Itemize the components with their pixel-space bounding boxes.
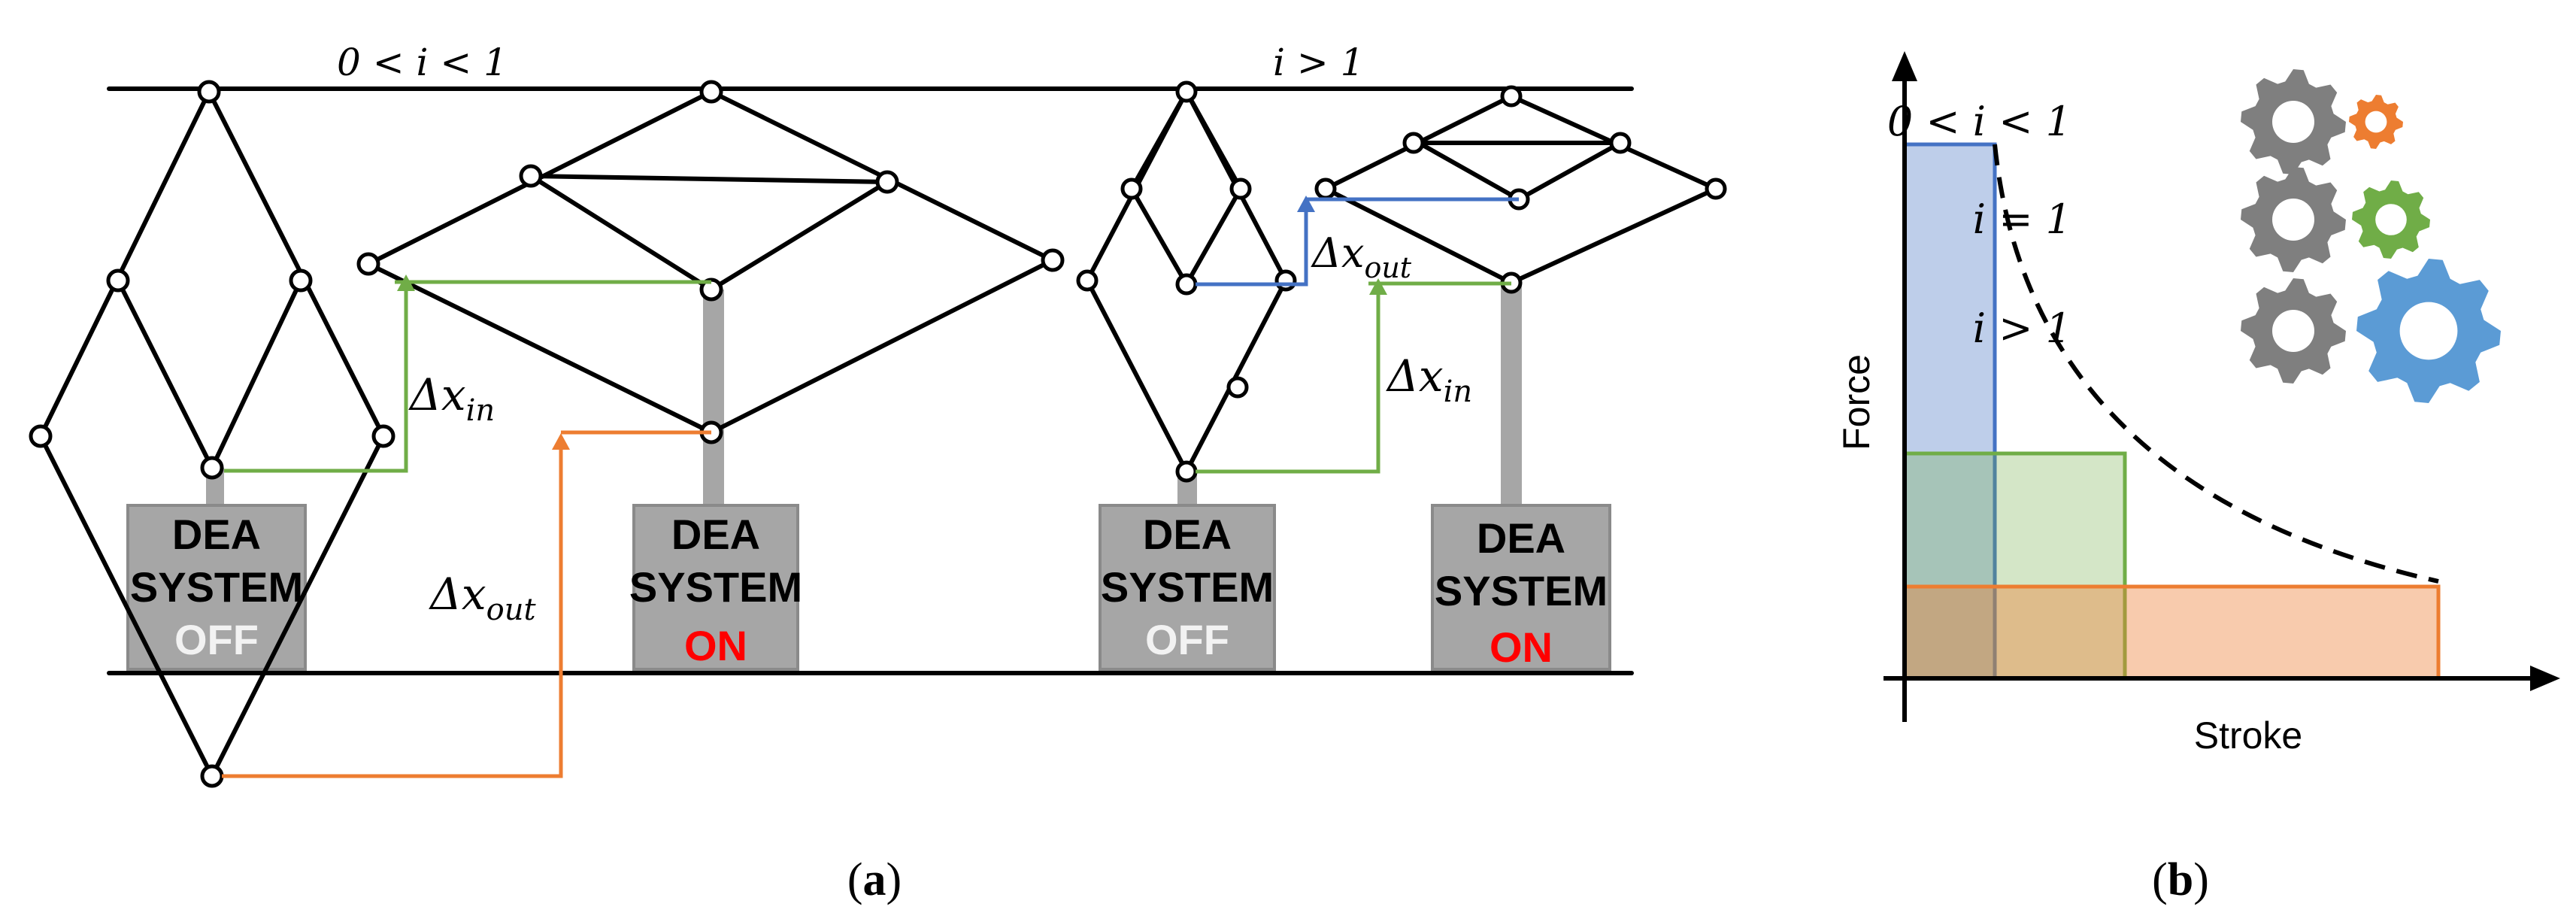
dx-in-label-left: Δxin (408, 369, 495, 428)
y-axis-label: Force (1835, 354, 1877, 450)
system-label-3: SYSTEM (1101, 563, 1274, 611)
panel-a: 0 < i < 1 i > 1 DEA SYSTEM OFF DEA SYSTE… (29, 41, 1727, 905)
orange-force-stroke-region (1902, 584, 2441, 681)
post-2 (703, 290, 724, 504)
panel-b: Force Stroke 0 < i < 1 i = 1 i > 1 (b) (1835, 51, 2560, 905)
system-label-2: SYSTEM (629, 563, 802, 611)
dx-out-right-annotation: Δxout (1196, 196, 1519, 287)
gear-ratio-legend: 0 < i < 1 i = 1 i > 1 (1887, 69, 2501, 403)
mechanism-3-off (1076, 80, 1297, 483)
dea-label-4: DEA (1477, 514, 1565, 562)
gray-gear-icon (2241, 278, 2346, 384)
dx-out-label-right: Δxout (1311, 229, 1412, 284)
blue-force-stroke-region (1902, 142, 1997, 681)
dx-in-label-right: Δxin (1386, 350, 1472, 409)
colored-gear-icon (2352, 180, 2430, 259)
dx-in-right-annotation: Δxin (1196, 278, 1511, 474)
green-force-stroke-region (1902, 451, 2127, 681)
state-on-2: ON (684, 622, 747, 669)
ratio-label-right: i > 1 (1273, 41, 1364, 84)
dea-label-2: DEA (671, 511, 760, 558)
ratio-label-left: 0 < i < 1 (337, 41, 508, 84)
state-off-3: OFF (1145, 616, 1229, 663)
legend-label-3: i > 1 (1973, 305, 2071, 352)
dea-system-3: DEA SYSTEM OFF (1099, 504, 1276, 671)
x-axis-arrow-icon (2530, 666, 2560, 691)
dea-system-4: DEA SYSTEM ON (1431, 504, 1611, 671)
post-4 (1501, 284, 1522, 505)
legend-label-2: i = 1 (1973, 196, 2071, 243)
mechanism-1-off (29, 80, 395, 788)
colored-gear-icon (2349, 95, 2403, 149)
caption-a: (a) (847, 854, 902, 905)
colored-gear-icon (2356, 259, 2501, 403)
legend-label-1: 0 < i < 1 (1887, 98, 2071, 145)
caption-b: (b) (2152, 854, 2209, 905)
dx-out-label-left: Δxout (429, 569, 536, 627)
system-label-1: SYSTEM (130, 563, 303, 611)
constant-work-curve (1993, 144, 2439, 584)
dx-in-left-annotation: Δxin (224, 274, 711, 473)
state-on-4: ON (1490, 623, 1553, 671)
dea-system-2: DEA SYSTEM ON (629, 504, 802, 671)
dx-out-left-annotation: Δxout (222, 430, 711, 778)
y-axis-arrow-icon (1892, 51, 1917, 81)
dea-label-1: DEA (172, 511, 261, 558)
dea-system-1: DEA SYSTEM OFF (126, 504, 307, 671)
state-off-1: OFF (174, 616, 259, 663)
gray-gear-icon (2241, 167, 2346, 272)
dea-label-3: DEA (1143, 511, 1232, 558)
system-label-4: SYSTEM (1435, 567, 1608, 614)
x-axis-label: Stroke (2194, 714, 2303, 757)
gray-gear-icon (2241, 69, 2346, 174)
